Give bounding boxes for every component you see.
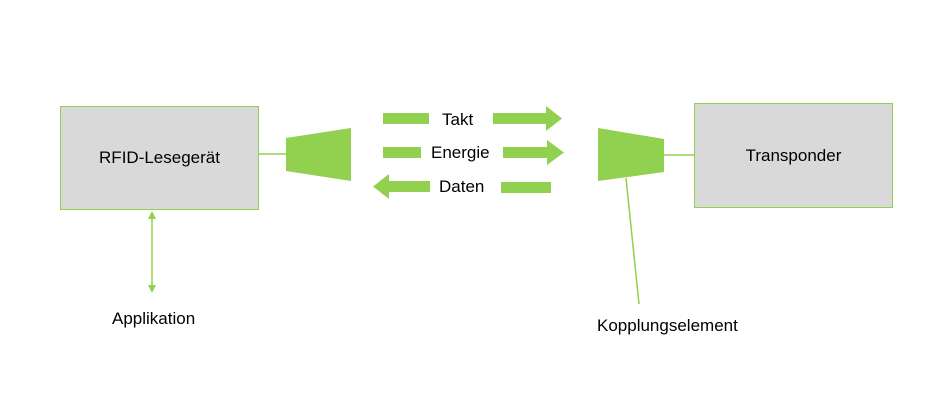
flow-label-energie: Energie [431, 143, 490, 162]
flow-label-daten: Daten [439, 177, 485, 196]
coupling-pointer-line [625, 177, 640, 305]
energie-bar-right [503, 147, 550, 158]
rfid-reader-box: RFID-Lesegerät [60, 106, 259, 210]
daten-arrow-head [373, 174, 389, 199]
coupling-element-label: Kopplungselement [597, 316, 738, 335]
reader-coupling-element [286, 128, 351, 181]
rfid-reader-label: RFID-Lesegerät [99, 148, 220, 167]
application-arrow-head-up [148, 211, 156, 219]
daten-bar-left [386, 181, 430, 192]
takt-bar-right [493, 113, 549, 124]
takt-bar-left [383, 113, 429, 124]
transponder-coupling-element [598, 128, 664, 181]
energie-arrow-head [547, 140, 564, 165]
daten-bar-right [501, 182, 551, 193]
transponder-label: Transponder [745, 145, 842, 165]
application-label: Applikation [112, 309, 196, 328]
takt-arrow-head [546, 106, 562, 131]
transponder-box: Transponder [694, 103, 893, 208]
application-arrow-head-down [148, 285, 156, 293]
flow-label-takt: Takt [442, 110, 474, 129]
energie-bar-left [383, 147, 421, 158]
